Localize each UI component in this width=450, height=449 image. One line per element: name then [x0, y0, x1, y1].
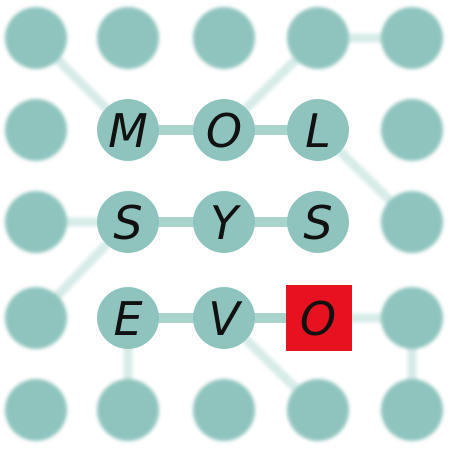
background-node [193, 379, 255, 441]
background-node [97, 379, 159, 441]
background-node [97, 7, 159, 69]
background-nodes [5, 7, 443, 441]
letter-s: S [113, 196, 142, 250]
letter-m: M [108, 104, 148, 158]
letter-e: E [113, 292, 142, 346]
letter-node-s2 [287, 191, 349, 253]
letter-o: O [206, 104, 242, 158]
letter-o2: O [300, 292, 336, 346]
letter-node-y [193, 191, 255, 253]
background-node [381, 99, 443, 161]
letter-nodes [97, 99, 349, 349]
background-node [5, 287, 67, 349]
background-node [381, 379, 443, 441]
letter-node-m [97, 99, 159, 161]
background-node [5, 379, 67, 441]
letter-y: Y [210, 196, 242, 250]
letter-s2: S [303, 196, 332, 250]
background-node [381, 191, 443, 253]
letter-node-o [193, 99, 255, 161]
background-node [381, 287, 443, 349]
background-node [5, 99, 67, 161]
letter-node-e [97, 287, 159, 349]
letter-l: L [305, 104, 331, 158]
background-node [5, 191, 67, 253]
letter-node-s [97, 191, 159, 253]
background-node [381, 7, 443, 69]
letter-v: V [208, 292, 243, 346]
background-node [287, 7, 349, 69]
background-node [193, 7, 255, 69]
letter-node-l [287, 99, 349, 161]
background-node [287, 379, 349, 441]
letter-node-v [193, 287, 255, 349]
highlight-square [286, 285, 352, 351]
letters: M O L S Y S E V O [108, 104, 336, 346]
background-node [5, 7, 67, 69]
